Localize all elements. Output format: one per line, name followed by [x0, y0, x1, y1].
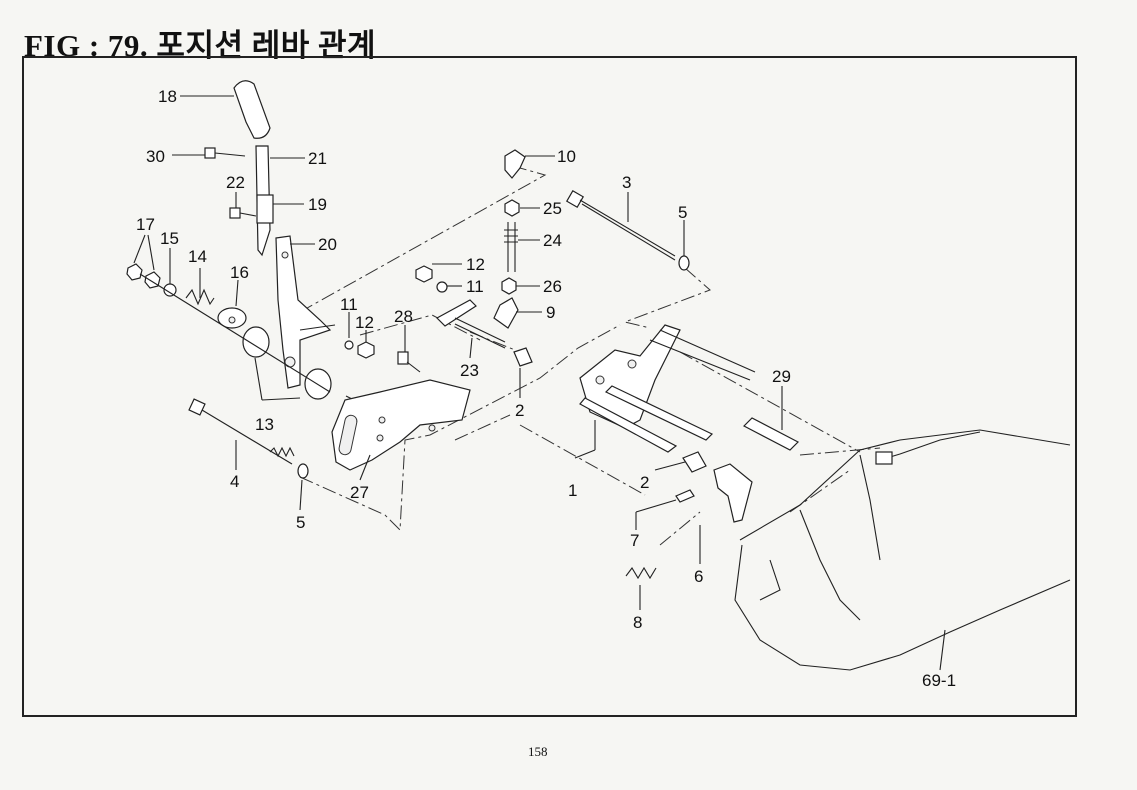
- callout-label: 1: [568, 481, 577, 500]
- callout-label: 69-1: [922, 671, 956, 690]
- lever-lower-part-20: [275, 235, 332, 389]
- ball-joint-part-10: [504, 149, 526, 179]
- callout-label: 8: [633, 613, 642, 632]
- bolt-part-22: [229, 207, 257, 219]
- pin-part-29: [742, 417, 800, 451]
- assembly-lines: [299, 167, 881, 546]
- washer-part-11-upper: [436, 281, 448, 293]
- callout-label: 5: [296, 513, 305, 532]
- bushings-part-2: [513, 347, 707, 473]
- callout-label: 11: [340, 295, 358, 314]
- nut-part-17a: [126, 263, 143, 281]
- selector-assembly-part-1: [579, 324, 756, 453]
- linkage-rod: [493, 149, 526, 329]
- callout-label: 16: [230, 263, 249, 282]
- callout-label: 2: [515, 401, 524, 420]
- callout-label: 20: [318, 235, 337, 254]
- spring-part-14: [185, 288, 215, 306]
- callout-label: 10: [557, 147, 576, 166]
- callout-label: 15: [160, 229, 179, 248]
- callout-label: 26: [543, 277, 562, 296]
- rod-part-23: [344, 265, 506, 359]
- page-number: 158: [528, 744, 548, 759]
- nut-part-12-mid: [357, 341, 375, 359]
- callout-label: 25: [543, 199, 562, 218]
- washer-part-5-upper: [678, 255, 690, 271]
- detent-parts: [625, 463, 753, 580]
- callout-label: 14: [188, 247, 207, 266]
- callout-label: 12: [466, 255, 485, 274]
- long-rod-part-3: [565, 189, 690, 271]
- callout-label: 18: [158, 87, 177, 106]
- callout-label: 12: [355, 313, 374, 332]
- callout-label: 27: [350, 483, 369, 502]
- callout-label: 9: [546, 303, 555, 322]
- callout-label: 5: [678, 203, 687, 222]
- callout-label: 4: [230, 472, 239, 491]
- callout-label: 6: [694, 567, 703, 586]
- spring-part-8: [625, 566, 657, 580]
- nut-part-25: [504, 199, 520, 217]
- long-bolt-part-4: [188, 398, 309, 479]
- callout-label: 23: [460, 361, 479, 380]
- bracket-part-27: [331, 351, 471, 471]
- lever-bracket-part-19: [256, 194, 274, 224]
- ball-joint-part-9: [493, 297, 519, 329]
- washer-part-11-mid: [344, 340, 354, 350]
- callout-label: 7: [630, 531, 639, 550]
- washer-part-13a: [242, 326, 270, 358]
- callout-label: 22: [226, 173, 245, 192]
- callout-label: 19: [308, 195, 327, 214]
- rod-part-24: [504, 222, 518, 272]
- pivot-hardware: [126, 263, 363, 405]
- callout-label: 11: [466, 277, 484, 296]
- callout-label: 2: [640, 473, 649, 492]
- transmission-housing-part-69-1: [734, 429, 1071, 671]
- callout-labels: 18 30 21 22 19 20 17 15 14 16 11 12 28 1…: [136, 87, 956, 690]
- callout-label: 21: [308, 149, 327, 168]
- callout-label: 29: [772, 367, 791, 386]
- nut-part-26: [501, 277, 517, 295]
- leader-lines: [133, 95, 946, 671]
- callout-label: 28: [394, 307, 413, 326]
- pin-part-7: [675, 489, 695, 503]
- washer-part-5-lower: [297, 463, 309, 479]
- callout-label: 24: [543, 231, 562, 250]
- callout-label: 13: [255, 415, 274, 434]
- callout-label: 30: [146, 147, 165, 166]
- callout-label: 17: [136, 215, 155, 234]
- shift-lever-assembly: [204, 80, 336, 389]
- knob-part-18: [233, 80, 271, 139]
- lever-part-6: [713, 463, 753, 523]
- bolt-part-28: [397, 351, 421, 373]
- nut-part-12-upper: [415, 265, 433, 283]
- diagram-frame: [22, 56, 1077, 717]
- callout-label: 3: [622, 173, 631, 192]
- bolt-part-30: [204, 147, 246, 159]
